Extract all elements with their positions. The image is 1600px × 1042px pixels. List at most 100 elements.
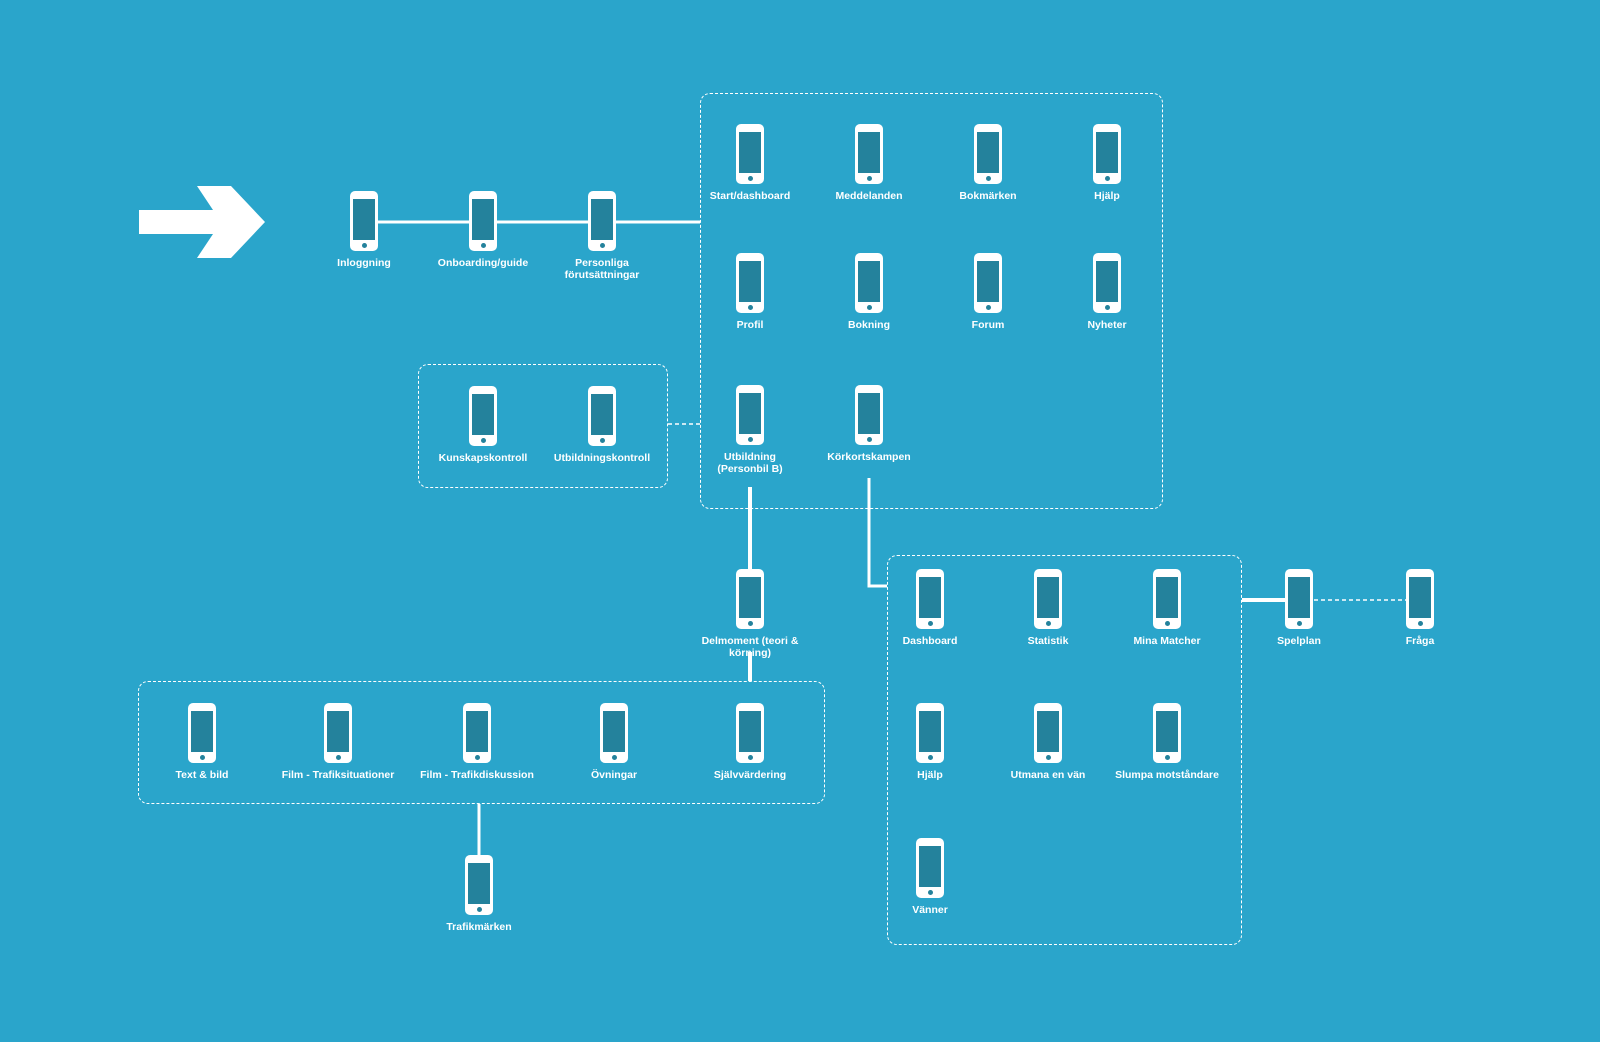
screen-inloggning[interactable]: Inloggning [299,191,429,269]
screen-label: Start/dashboard [709,190,791,202]
smartphone-icon [1034,569,1062,629]
screen-ovningar[interactable]: Övningar [549,703,679,781]
screen-label: Bokning [848,319,890,331]
screen-label: Delmoment (teori & körning) [701,635,799,659]
screen-profil[interactable]: Profil [685,253,815,331]
screen-label: Spelplan [1277,635,1321,647]
screen-utbildning[interactable]: Utbildning (Personbil B) [685,385,815,475]
screen-label: Utmana en vän [1010,769,1086,781]
smartphone-icon [469,191,497,251]
screen-spelplan[interactable]: Spelplan [1234,569,1364,647]
screen-label: Meddelanden [835,190,903,202]
screen-label: Film - Trafiksituationer [281,769,395,781]
arrow-right-icon [139,186,265,258]
smartphone-icon [1093,124,1121,184]
screen-label: Fråga [1405,635,1435,647]
screen-onboarding[interactable]: Onboarding/guide [418,191,548,269]
screen-utbildningskontroll[interactable]: Utbildningskontroll [537,386,667,464]
smartphone-icon [736,703,764,763]
smartphone-icon [736,385,764,445]
screen-statistik[interactable]: Statistik [983,569,1113,647]
screen-label: Personliga förutsättningar [564,257,640,281]
screen-film-trafiksituationer[interactable]: Film - Trafiksituationer [273,703,403,781]
smartphone-icon [469,386,497,446]
smartphone-icon [463,703,491,763]
main-menu-group [700,93,1163,509]
screen-bokmarken[interactable]: Bokmärken [923,124,1053,202]
screen-text-bild[interactable]: Text & bild [137,703,267,781]
smartphone-icon [1034,703,1062,763]
screen-nyheter[interactable]: Nyheter [1042,253,1172,331]
smartphone-icon [855,385,883,445]
course-content-group [138,681,825,804]
smartphone-icon [588,386,616,446]
smartphone-icon [600,703,628,763]
screen-trafikmarken[interactable]: Trafikmärken [414,855,544,933]
smartphone-icon [855,124,883,184]
screen-delmoment[interactable]: Delmoment (teori & körning) [685,569,815,659]
screen-label: Utbildning (Personbil B) [717,451,783,475]
smartphone-icon [350,191,378,251]
screen-slumpa-motstandare[interactable]: Slumpa motståndare [1102,703,1232,781]
smartphone-icon [916,838,944,898]
screen-dashboard[interactable]: Dashboard [865,569,995,647]
connector-korkortskampen-game [867,478,887,588]
smartphone-icon [1153,703,1181,763]
screen-hjalp[interactable]: Hjälp [1042,124,1172,202]
screen-film-trafikdiskussion[interactable]: Film - Trafikdiskussion [412,703,542,781]
smartphone-icon [1406,569,1434,629]
smartphone-icon [855,253,883,313]
screen-sjalvvardering[interactable]: Självvärdering [685,703,815,781]
screen-personliga-forutsattningar[interactable]: Personliga förutsättningar [537,191,667,281]
screen-start-dashboard[interactable]: Start/dashboard [685,124,815,202]
screen-label: Slumpa motståndare [1115,769,1219,781]
smartphone-icon [916,569,944,629]
screen-label: Hjälp [1094,190,1120,202]
screen-hjalp-game[interactable]: Hjälp [865,703,995,781]
checks-group [418,364,668,488]
screen-mina-matcher[interactable]: Mina Matcher [1102,569,1232,647]
screen-label: Statistik [1027,635,1069,647]
smartphone-icon [465,855,493,915]
screen-label: Film - Trafikdiskussion [420,769,534,781]
screen-label: Mina Matcher [1133,635,1201,647]
screen-label: Utbildningskontroll [553,452,651,464]
screen-label: Bokmärken [959,190,1017,202]
screen-label: Självvärdering [713,769,787,781]
smartphone-icon [1285,569,1313,629]
screen-label: Nyheter [1087,319,1127,331]
smartphone-icon [736,569,764,629]
screen-kunskapskontroll[interactable]: Kunskapskontroll [418,386,548,464]
korkortskampen-group [887,555,1242,945]
screen-korkortskampen[interactable]: Körkortskampen [804,385,934,463]
smartphone-icon [188,703,216,763]
smartphone-icon [1153,569,1181,629]
smartphone-icon [324,703,352,763]
smartphone-icon [1093,253,1121,313]
smartphone-icon [974,124,1002,184]
screen-label: Vänner [912,904,948,916]
screen-label: Forum [971,319,1005,331]
screen-vanner[interactable]: Vänner [865,838,995,916]
screen-label: Dashboard [902,635,958,647]
smartphone-icon [736,124,764,184]
screen-label: Onboarding/guide [437,257,529,269]
screen-utmana-en-van[interactable]: Utmana en vän [983,703,1113,781]
smartphone-icon [736,253,764,313]
smartphone-icon [916,703,944,763]
screen-fraga[interactable]: Fråga [1355,569,1485,647]
screen-bokning[interactable]: Bokning [804,253,934,331]
smartphone-icon [974,253,1002,313]
screen-label: Körkortskampen [827,451,911,463]
screen-label: Övningar [590,769,638,781]
screen-label: Profil [736,319,764,331]
screen-label: Inloggning [337,257,391,269]
screen-label: Hjälp [917,769,943,781]
screen-meddelanden[interactable]: Meddelanden [804,124,934,202]
smartphone-icon [588,191,616,251]
screen-label: Text & bild [175,769,229,781]
screen-forum[interactable]: Forum [923,253,1053,331]
screen-label: Trafikmärken [446,921,512,933]
